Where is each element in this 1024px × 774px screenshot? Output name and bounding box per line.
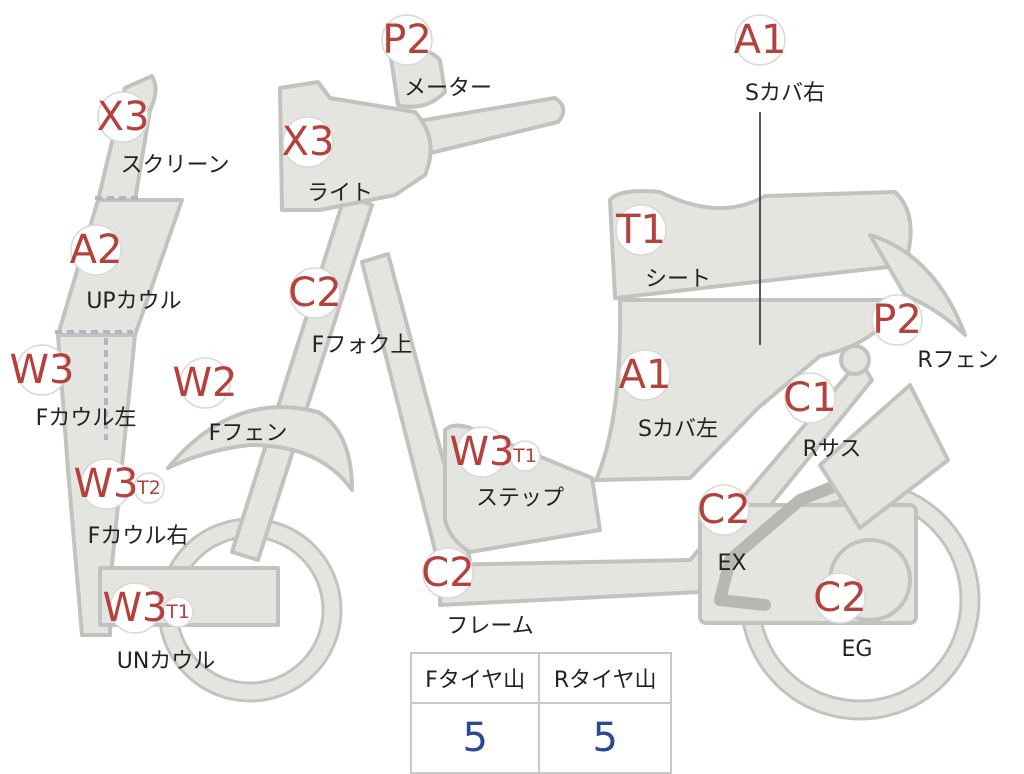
label-engine: C2 EG [813, 572, 873, 662]
rear-fender-shape [868, 233, 967, 337]
svg-text:Fフォク上: Fフォク上 [312, 333, 413, 358]
label-f-fork-upper: C2 Fフォク上 [288, 267, 413, 358]
svg-text:C2: C2 [288, 270, 341, 316]
label-f-cowl-left: W3 Fカウル左 [10, 344, 137, 431]
svg-text:C2: C2 [421, 550, 474, 596]
svg-text:UNカウル: UNカウル [117, 649, 216, 674]
rear-suspension-pivot-shape [839, 344, 871, 376]
label-side-cover-left: A1 Sカバ左 [619, 349, 718, 442]
svg-text:C2: C2 [813, 575, 866, 621]
front-fender-shape [166, 405, 354, 492]
svg-text:T1: T1 [615, 207, 666, 253]
label-r-suspension: C1 Rサス [783, 372, 862, 462]
svg-text:Fカウル左: Fカウル左 [36, 406, 137, 431]
front-fork-shape [230, 193, 374, 562]
svg-text:Rフェン: Rフェン [917, 348, 998, 373]
svg-text:T1: T1 [512, 445, 537, 467]
label-side-cover-right: A1 Sカバ右 [734, 14, 825, 106]
svg-text:Fフェン: Fフェン [209, 421, 288, 446]
label-step: W3 T1 ステップ [450, 426, 564, 511]
svg-text:ステップ: ステップ [476, 486, 564, 511]
label-up-cowl: A2 UPカウル [70, 224, 182, 314]
svg-text:UPカウル: UPカウル [86, 289, 181, 314]
svg-text:EX: EX [718, 551, 747, 576]
rear-suspension-shape [818, 383, 950, 530]
svg-text:T1: T1 [165, 601, 190, 623]
svg-text:スクリーン: スクリーン [121, 153, 230, 178]
rear-tire-value: 5 [538, 702, 672, 774]
svg-text:Sカバ左: Sカバ左 [638, 417, 718, 442]
label-screen: X3 スクリーン [97, 91, 230, 178]
svg-text:P2: P2 [382, 17, 432, 63]
svg-text:メーター: メーター [404, 76, 492, 101]
label-f-cowl-right: W3 T2 Fカウル右 [74, 458, 189, 549]
svg-text:シート: シート [645, 267, 711, 292]
svg-text:P2: P2 [872, 297, 922, 343]
svg-text:ライト: ライト [307, 181, 373, 206]
svg-text:W2: W2 [173, 360, 238, 406]
svg-text:X3: X3 [282, 119, 335, 165]
front-tire-value: 5 [409, 702, 541, 774]
headlight-shape [278, 80, 433, 212]
label-light: X3 ライト [282, 116, 373, 206]
svg-text:C2: C2 [697, 487, 750, 533]
svg-text:C1: C1 [783, 375, 836, 421]
svg-text:A1: A1 [619, 352, 672, 398]
svg-text:W3: W3 [450, 429, 515, 475]
svg-text:Fカウル右: Fカウル右 [88, 524, 189, 549]
svg-text:T2: T2 [136, 477, 161, 499]
tire-tread-table: Fタイヤ山 Rタイヤ山 5 5 [409, 652, 672, 774]
label-f-fender: W2 Fフェン [173, 357, 288, 446]
svg-text:W3: W3 [103, 585, 168, 631]
front-tire-header: Fタイヤ山 [409, 652, 541, 704]
svg-text:EG: EG [842, 637, 873, 662]
svg-text:W3: W3 [74, 461, 139, 507]
label-r-fender: P2 Rフェン [871, 294, 999, 373]
svg-text:A2: A2 [70, 227, 123, 273]
svg-text:フレーム: フレーム [446, 614, 533, 639]
frame-main-shape [438, 358, 874, 607]
rear-tire-header: Rタイヤ山 [538, 652, 672, 704]
svg-text:Sカバ右: Sカバ右 [745, 81, 825, 106]
label-seat: T1 シート [615, 204, 711, 292]
handlebar-shape [393, 96, 566, 160]
label-exhaust: C2 EX [697, 484, 751, 576]
svg-text:W3: W3 [10, 347, 75, 393]
svg-text:X3: X3 [97, 94, 150, 140]
svg-text:A1: A1 [734, 17, 787, 63]
label-meter: P2 メーター [381, 14, 492, 101]
label-frame: C2 フレーム [421, 547, 534, 639]
svg-text:Rサス: Rサス [803, 437, 862, 462]
label-un-cowl: W3 T1 UNカウル [103, 582, 216, 674]
